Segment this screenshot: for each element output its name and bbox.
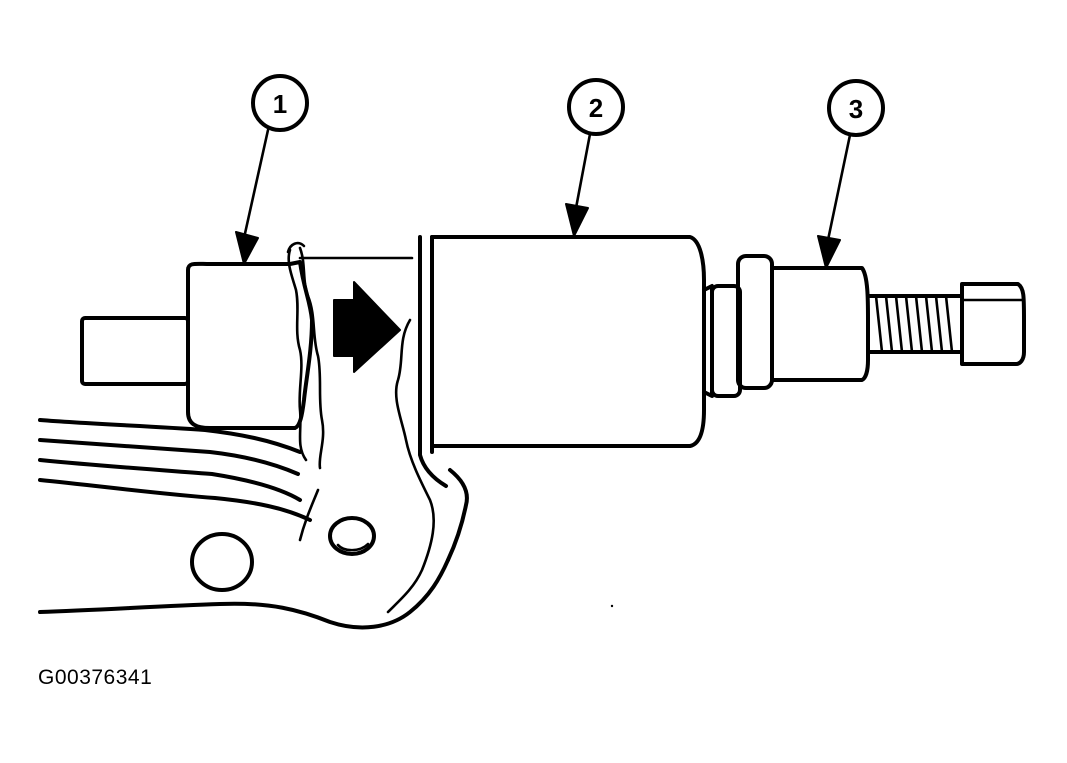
screw-threads [874, 294, 954, 354]
receiver-cup [430, 235, 706, 448]
callout-1-label: 1 [273, 89, 287, 119]
callout-3: 3 [817, 79, 885, 269]
callout-3-label: 3 [849, 94, 863, 124]
speck [610, 604, 614, 608]
callout-1: 1 [235, 74, 309, 265]
figure-id-label: G00376341 [38, 666, 153, 689]
forcing-screw [702, 254, 1026, 398]
callout-2: 2 [565, 78, 625, 237]
direction-arrow [333, 281, 401, 373]
bushing-nut [80, 241, 325, 470]
callout-2-label: 2 [589, 93, 603, 123]
suspension-arm [38, 235, 469, 630]
